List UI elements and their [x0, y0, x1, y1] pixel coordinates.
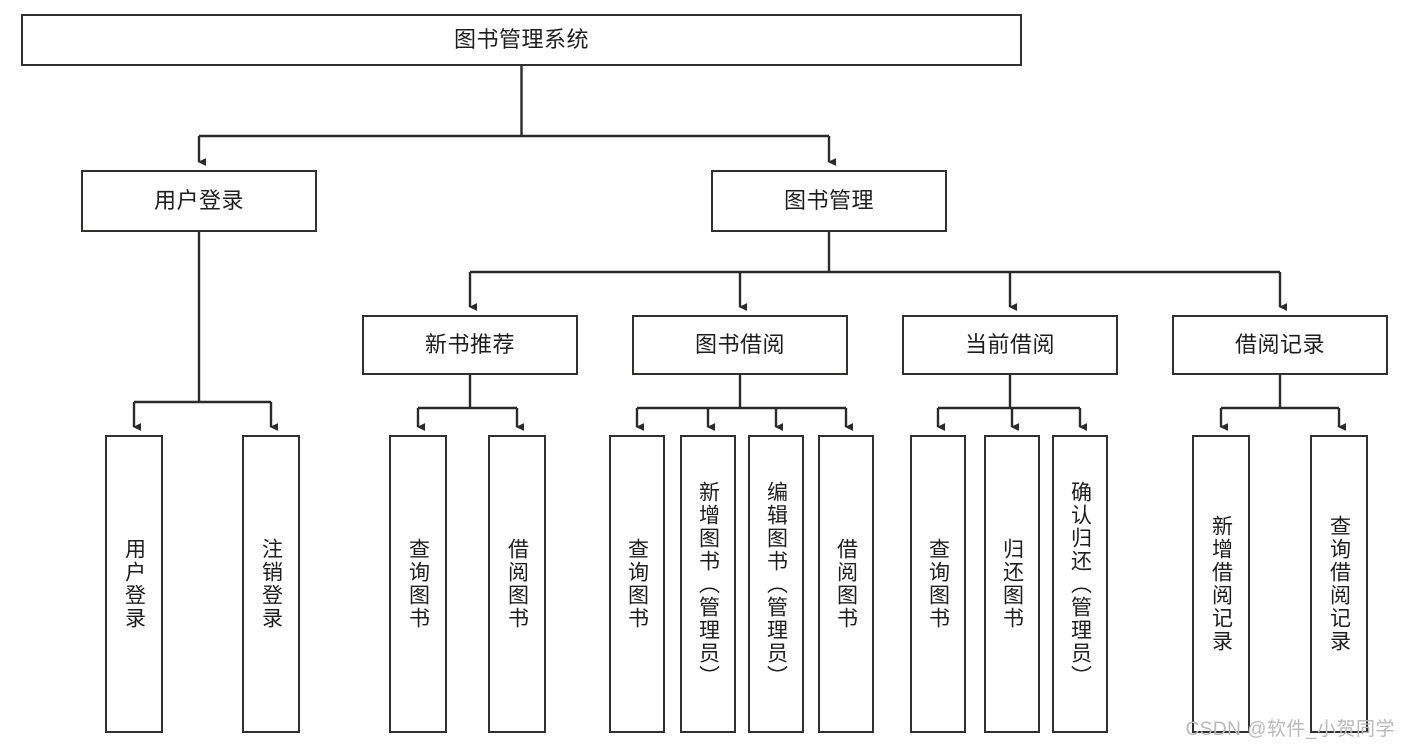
node-label: 归还图书: [1000, 538, 1024, 630]
node-label: 图书借阅: [694, 332, 785, 358]
node-leaf-query-book-3[interactable]: 查询图书: [910, 435, 966, 733]
node-leaf-add-book-admin[interactable]: 新增图书（管理员）: [680, 435, 736, 733]
node-leaf-borrow-book-2[interactable]: 借阅图书: [818, 435, 874, 733]
node-label: 新增借阅记录: [1209, 515, 1233, 653]
node-label: 借阅图书: [834, 538, 858, 630]
node-leaf-logout[interactable]: 注销登录: [242, 435, 300, 733]
node-borrow-record[interactable]: 借阅记录: [1172, 315, 1388, 375]
node-label: 查询借阅记录: [1327, 515, 1351, 653]
watermark-text: CSDN @软件_小贺同学: [1185, 719, 1395, 740]
node-label: 注销登录: [259, 538, 283, 630]
node-label: 用户登录: [153, 188, 244, 214]
node-leaf-borrow-book-1[interactable]: 借阅图书: [488, 435, 546, 733]
node-label: 查询图书: [926, 538, 950, 630]
node-leaf-edit-book-admin[interactable]: 编辑图书（管理员）: [748, 435, 804, 733]
node-current-borrow[interactable]: 当前借阅: [902, 315, 1118, 375]
node-label: 查询图书: [406, 538, 430, 630]
node-leaf-user-login[interactable]: 用户登录: [105, 435, 163, 733]
node-label: 用户登录: [122, 538, 146, 630]
node-label: 图书管理: [783, 188, 874, 214]
node-label: 编辑图书（管理员）: [764, 480, 788, 688]
node-label: 确认归还（管理员）: [1068, 480, 1092, 688]
node-leaf-query-book-2[interactable]: 查询图书: [609, 435, 665, 733]
node-leaf-query-book-1[interactable]: 查询图书: [389, 435, 447, 733]
node-leaf-add-borrow-record[interactable]: 新增借阅记录: [1192, 435, 1250, 733]
node-user-login[interactable]: 用户登录: [81, 170, 317, 232]
node-label: 借阅图书: [505, 538, 529, 630]
node-label: 借阅记录: [1234, 332, 1325, 358]
node-book-manage[interactable]: 图书管理: [711, 170, 947, 232]
node-book-borrow[interactable]: 图书借阅: [632, 315, 848, 375]
node-leaf-query-borrow-record[interactable]: 查询借阅记录: [1310, 435, 1368, 733]
node-leaf-return-book[interactable]: 归还图书: [984, 435, 1040, 733]
node-label: 新增图书（管理员）: [696, 480, 720, 688]
node-label: 图书管理系统: [453, 27, 589, 53]
node-root-system[interactable]: 图书管理系统: [21, 14, 1022, 66]
node-new-book-recommend[interactable]: 新书推荐: [362, 315, 578, 375]
node-leaf-confirm-return[interactable]: 确认归还（管理员）: [1052, 435, 1108, 733]
node-label: 新书推荐: [424, 332, 515, 358]
node-label: 查询图书: [625, 538, 649, 630]
node-label: 当前借阅: [964, 332, 1055, 358]
